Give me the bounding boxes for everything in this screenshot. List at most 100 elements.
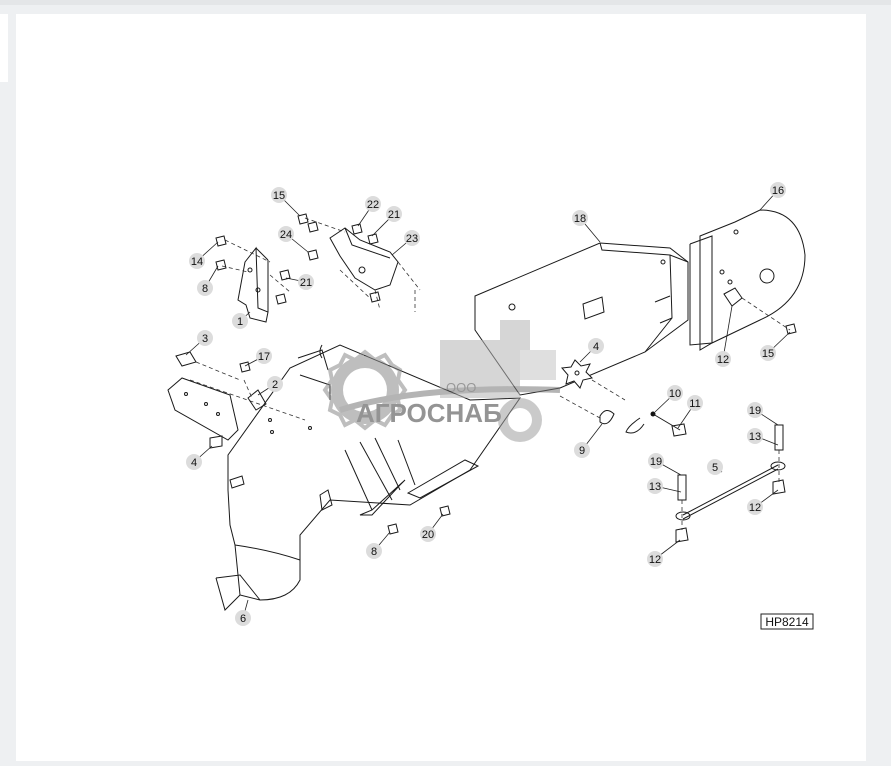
callout-bubble	[747, 499, 763, 515]
callout-label: 21	[300, 277, 312, 289]
callout-label: 8	[371, 546, 377, 558]
callout-bubble	[256, 348, 272, 364]
hardware-fasteners	[215, 213, 797, 535]
callout-leader-line	[722, 305, 733, 360]
callout-bubble	[232, 313, 248, 329]
callout-13: 13	[747, 428, 779, 446]
callout-13: 13	[647, 478, 682, 494]
callout-label: 21	[388, 209, 400, 221]
callout-bubble	[365, 196, 381, 212]
callout-6: 6	[235, 599, 251, 626]
callout-label: 19	[749, 405, 761, 417]
callout-label: 13	[749, 431, 761, 443]
callout-bubble	[707, 459, 723, 475]
callout-bubble	[386, 206, 402, 222]
callout-bubble	[647, 551, 663, 567]
callout-20: 20	[420, 513, 444, 542]
callout-bubble	[404, 230, 420, 246]
callout-label: 4	[593, 341, 599, 353]
callout-17: 17	[244, 348, 272, 367]
callout-label: 22	[367, 199, 379, 211]
callout-9: 9	[574, 423, 603, 458]
callout-24: 24	[278, 226, 309, 253]
watermark-prefix: ООО	[446, 380, 476, 395]
callout-bubble	[588, 338, 604, 354]
callout-15: 15	[760, 331, 791, 361]
callout-label: 20	[422, 529, 434, 541]
callout-2: 2	[257, 376, 283, 396]
callout-label: 12	[749, 502, 761, 514]
callout-bubble	[667, 385, 683, 401]
callout-12: 12	[647, 539, 681, 567]
bracket-part-1	[221, 239, 291, 323]
callout-bubble	[760, 345, 776, 361]
callout-1: 1	[232, 311, 251, 329]
callout-3: 3	[185, 330, 213, 356]
callout-bubble	[715, 351, 731, 367]
callout-bubble	[271, 187, 287, 203]
callout-label: 5	[712, 462, 718, 474]
callout-8: 8	[197, 265, 219, 296]
callout-label: 16	[772, 185, 784, 197]
callout-label: 24	[280, 229, 292, 241]
rod-assembly-part	[675, 424, 786, 543]
figure-code: HP8214	[765, 615, 809, 629]
callout-bubble	[186, 454, 202, 470]
callout-bubble	[298, 274, 314, 290]
callout-bubble	[278, 226, 294, 242]
callout-bubble	[366, 543, 382, 559]
callout-label: 14	[191, 256, 203, 268]
callout-bubble	[572, 210, 588, 226]
callout-label: 15	[273, 190, 285, 202]
callout-8: 8	[366, 531, 391, 559]
callout-bubble	[647, 478, 663, 494]
left-edge-panel	[0, 14, 8, 82]
callout-label: 4	[191, 457, 197, 469]
callout-bubble	[235, 610, 251, 626]
lever-bracket-part	[167, 351, 306, 449]
callout-label: 12	[649, 554, 661, 566]
callout-23: 23	[391, 230, 420, 256]
callout-label: 2	[272, 379, 278, 391]
star-knob-part	[561, 359, 626, 401]
callout-bubble	[747, 402, 763, 418]
callout-label: 17	[258, 351, 270, 363]
callout-22: 22	[357, 196, 381, 227]
figure-code-box: HP8214	[760, 613, 814, 630]
watermark-company-name: АГРОСНАБ	[356, 398, 502, 428]
callout-16: 16	[759, 182, 786, 211]
callout-14: 14	[189, 241, 219, 269]
drive-cover-part	[689, 209, 806, 351]
callout-bubble	[574, 442, 590, 458]
callout-19: 19	[648, 453, 682, 476]
callout-21: 21	[371, 206, 402, 237]
callout-12: 12	[747, 489, 779, 515]
callout-bubble	[189, 253, 205, 269]
callout-label: 23	[406, 233, 418, 245]
browser-top-bar	[0, 0, 891, 5]
callout-11: 11	[677, 395, 703, 429]
callout-4: 4	[579, 338, 604, 363]
callout-bubble	[267, 376, 283, 392]
callout-label: 12	[717, 354, 729, 366]
callout-bubble	[648, 453, 664, 469]
callout-label: 18	[574, 213, 586, 225]
callout-bubble	[770, 182, 786, 198]
callout-21: 21	[285, 274, 314, 290]
callout-label: 3	[202, 333, 208, 345]
callout-label: 11	[689, 398, 700, 410]
callout-label: 19	[650, 456, 662, 468]
callout-label: 1	[237, 316, 243, 328]
callout-label: 6	[240, 613, 246, 625]
agrosnab-watermark: ООО АГРОСНАБ	[322, 320, 561, 442]
callout-bubble	[747, 428, 763, 444]
callout-12: 12	[715, 305, 733, 367]
callout-18: 18	[572, 210, 601, 243]
callout-bubble	[197, 330, 213, 346]
callout-bubble	[687, 395, 703, 411]
callout-bubble	[420, 526, 436, 542]
clip-pin-part	[559, 395, 687, 437]
callout-4: 4	[186, 445, 213, 470]
